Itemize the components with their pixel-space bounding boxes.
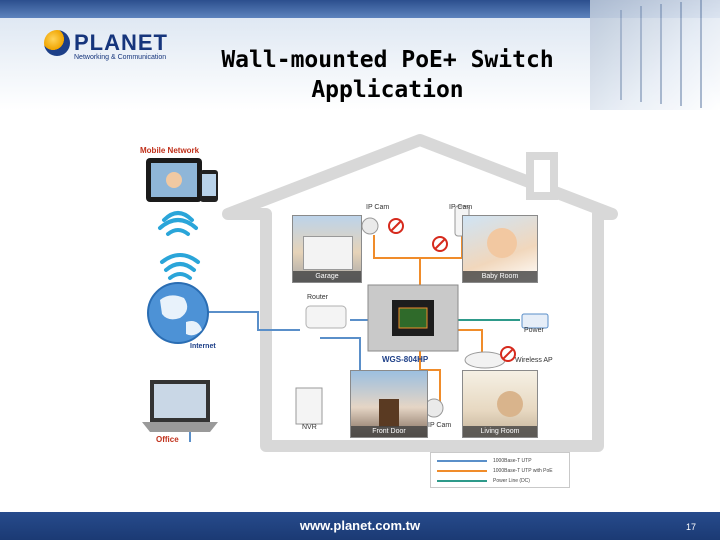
wireless-ap — [464, 351, 506, 369]
footer-bar: www.planet.com.tw 17 — [0, 512, 720, 540]
page-number: 17 — [685, 522, 696, 532]
top-banner — [0, 0, 720, 18]
legend-label-utp: 1000Base-T UTP — [493, 458, 532, 464]
label-switch-model: WGS-804HP — [382, 355, 429, 364]
room-front-door: Front Door — [350, 370, 428, 438]
wifi-wave-5 — [164, 262, 196, 272]
wifi-wave-2 — [158, 218, 198, 230]
power-adapter — [521, 313, 549, 329]
cable-poe-3 — [419, 340, 441, 405]
room-front-door-label: Front Door — [351, 426, 427, 437]
slide-title: Wall-mounted PoE+ Switch Application — [175, 45, 600, 105]
office-laptop-base — [142, 422, 218, 432]
footer-url: www.planet.com.tw — [299, 518, 421, 533]
legend-label-power: Power Line (DC) — [493, 478, 530, 484]
legend-label-poe: 1000Base-T UTP with PoE — [493, 468, 553, 474]
legend-line-poe — [437, 470, 487, 472]
logo-wordmark: PLANET — [74, 30, 168, 55]
room-baby-label: Baby Room — [463, 271, 537, 282]
legend-line-power — [437, 480, 487, 482]
slide-title-line2: Application — [311, 77, 464, 103]
label-mobile-network: Mobile Network — [140, 146, 200, 155]
room-living: Living Room — [462, 370, 538, 438]
slide-title-line1: Wall-mounted PoE+ Switch — [221, 47, 554, 73]
label-internet: Internet — [190, 343, 216, 350]
wifi-wave-6 — [168, 272, 192, 280]
planet-globe-icon — [44, 30, 70, 56]
wifi-wave-4 — [160, 253, 200, 264]
room-garage: Garage — [292, 215, 362, 283]
diagram-legend: 1000Base-T UTP 1000Base-T UTP with PoE P… — [430, 452, 570, 488]
room-baby: Baby Room — [462, 215, 538, 283]
legend-item-power: Power Line (DC) — [437, 476, 567, 486]
server-rack-decoration — [590, 0, 720, 110]
label-office: Office — [156, 435, 179, 444]
cable-utp-1 — [182, 311, 300, 331]
legend-item-utp: 1000Base-T UTP — [437, 456, 567, 466]
room-garage-label: Garage — [293, 271, 361, 282]
label-ip-cam-1: IP Cam — [366, 204, 390, 211]
label-router: Router — [307, 294, 329, 301]
label-wireless-ap: Wireless AP — [515, 357, 553, 364]
router-device — [305, 305, 347, 329]
room-living-label: Living Room — [463, 426, 537, 437]
label-ip-cam-3: IP Cam — [428, 422, 452, 429]
label-power: Power — [524, 327, 544, 334]
house-chimney — [526, 152, 558, 200]
cable-poe-1 — [373, 235, 421, 300]
legend-line-utp — [437, 460, 487, 462]
wifi-wave-1 — [162, 211, 194, 222]
label-ip-cam-2: IP Cam — [449, 204, 473, 211]
no-wire-badges — [388, 218, 516, 362]
ip-cam-garage — [361, 217, 379, 235]
wifi-wave-3 — [166, 228, 190, 236]
label-nvr: NVR — [302, 424, 317, 431]
planet-logo: PLANET Networking & Communication — [44, 30, 167, 66]
logo-tagline: Networking & Communication — [74, 54, 167, 61]
nvr-device — [295, 387, 323, 425]
legend-item-poe: 1000Base-T UTP with PoE — [437, 466, 567, 476]
